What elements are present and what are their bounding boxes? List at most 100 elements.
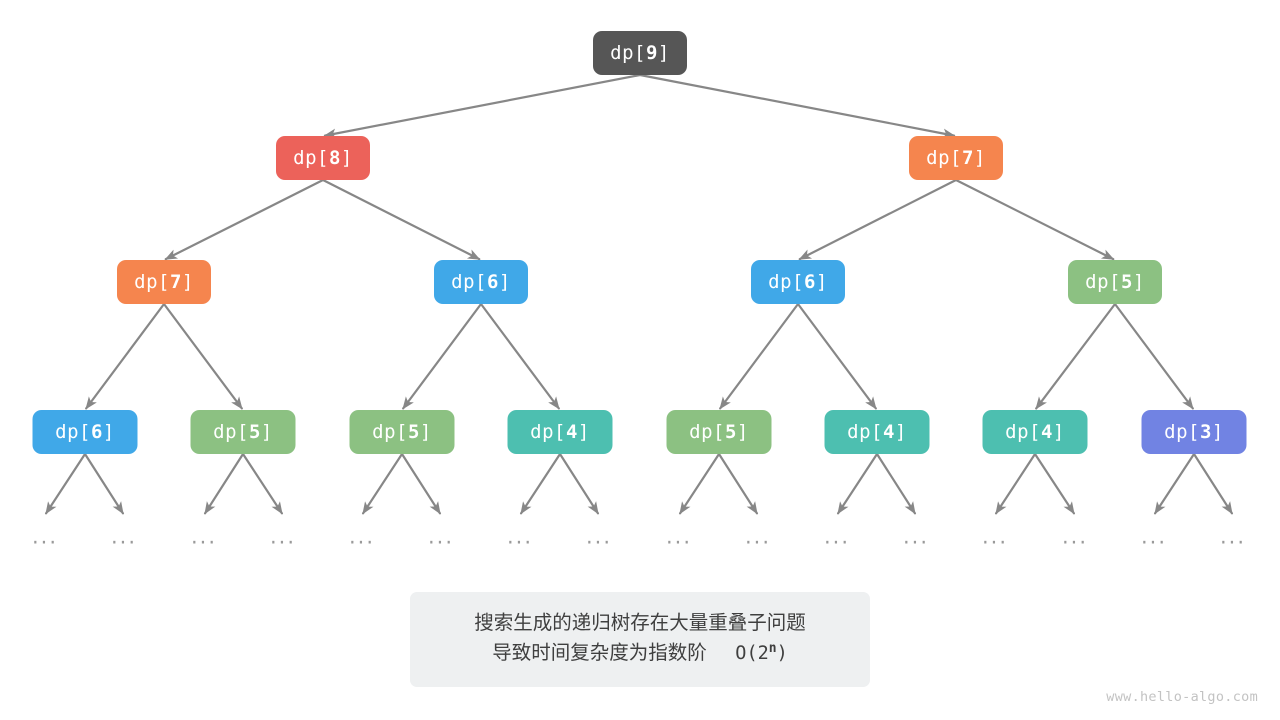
node-label-prefix: dp[: [293, 147, 329, 169]
tree-node-dp5[interactable]: dp[5]: [1068, 260, 1162, 304]
node-label-prefix: dp[: [372, 421, 408, 443]
tree-edge: [836, 452, 879, 515]
tree-node-dp4[interactable]: dp[4]: [507, 410, 613, 454]
node-label-suffix: ]: [260, 421, 273, 443]
tree-node-dp4[interactable]: dp[4]: [982, 410, 1088, 454]
node-label-prefix: dp[: [768, 271, 804, 293]
node-label-suffix: ]: [815, 271, 828, 293]
tree-edge: [203, 452, 245, 515]
node-label-index: 4: [1040, 421, 1053, 443]
tree-edge: [44, 452, 87, 515]
ellipsis-leaf: ...: [981, 524, 1009, 549]
node-label-prefix: dp[: [610, 42, 646, 64]
tree-node-dp9[interactable]: dp[9]: [593, 31, 687, 75]
tree-node-dp5[interactable]: dp[5]: [349, 410, 455, 454]
ellipsis-leaf: ...: [110, 524, 138, 549]
node-label-index: 7: [169, 271, 182, 293]
ellipsis-leaf: ...: [190, 524, 218, 549]
node-label-suffix: ]: [498, 271, 511, 293]
tree-edge: [323, 73, 642, 139]
tree-edge: [321, 178, 481, 261]
node-label-prefix: dp[: [213, 421, 249, 443]
ellipsis-leaf: ...: [269, 524, 297, 549]
node-label-prefix: dp[: [926, 147, 962, 169]
tree-edge: [1113, 302, 1194, 410]
node-label-prefix: dp[: [1164, 421, 1200, 443]
tree-edge: [558, 452, 600, 515]
tree-edge: [796, 302, 877, 410]
caption-box: 搜索生成的递归树存在大量重叠子问题 导致时间复杂度为指数阶 O(2n): [410, 592, 870, 687]
tree-edge: [1035, 302, 1117, 410]
tree-node-dp7[interactable]: dp[7]: [117, 260, 211, 304]
tree-node-dp5[interactable]: dp[5]: [190, 410, 296, 454]
node-label-suffix: ]: [1211, 421, 1224, 443]
ellipsis-leaf: ...: [31, 524, 59, 549]
ellipsis-leaf: ...: [1061, 524, 1089, 549]
node-label-index: 6: [486, 271, 499, 293]
tree-node-dp5[interactable]: dp[5]: [666, 410, 772, 454]
tree-edge: [241, 452, 284, 515]
complexity-open: O(2: [735, 643, 769, 665]
ellipsis-leaf: ...: [427, 524, 455, 549]
ellipsis-leaf: ...: [1140, 524, 1168, 549]
node-label-suffix: ]: [657, 42, 670, 64]
tree-edge: [717, 452, 759, 515]
ellipsis-leaf: ...: [348, 524, 376, 549]
node-label-suffix: ]: [736, 421, 749, 443]
node-label-index: 6: [90, 421, 103, 443]
ellipsis-leaf: ...: [744, 524, 772, 549]
node-label-index: 5: [724, 421, 737, 443]
complexity-expression: O(2n): [713, 641, 788, 665]
tree-node-dp6[interactable]: dp[6]: [434, 260, 528, 304]
tree-node-dp6[interactable]: dp[6]: [751, 260, 845, 304]
caption-line-2: 导致时间复杂度为指数阶 O(2n): [420, 638, 860, 669]
node-label-index: 6: [803, 271, 816, 293]
tree-edge: [638, 73, 956, 139]
tree-node-dp7[interactable]: dp[7]: [909, 136, 1003, 180]
node-label-index: 8: [328, 147, 341, 169]
tree-edge: [1192, 452, 1234, 515]
node-label-index: 7: [961, 147, 974, 169]
node-label-prefix: dp[: [689, 421, 725, 443]
node-label-suffix: ]: [894, 421, 907, 443]
watermark: www.hello-algo.com: [1106, 689, 1258, 705]
node-label-prefix: dp[: [530, 421, 566, 443]
tree-edge: [361, 452, 404, 515]
ellipsis-leaf: ...: [665, 524, 693, 549]
node-label-index: 4: [882, 421, 895, 443]
tree-edge: [479, 302, 560, 410]
tree-edge: [798, 178, 958, 261]
node-label-prefix: dp[: [451, 271, 487, 293]
tree-edge: [162, 302, 243, 410]
complexity-close: ): [776, 643, 788, 665]
node-label-index: 5: [1120, 271, 1133, 293]
tree-node-dp3[interactable]: dp[3]: [1141, 410, 1247, 454]
node-label-index: 9: [645, 42, 658, 64]
tree-edge: [954, 178, 1115, 261]
tree-edge: [875, 452, 917, 515]
tree-edge: [400, 452, 442, 515]
tree-edge: [402, 302, 483, 410]
tree-edge: [994, 452, 1037, 515]
node-label-prefix: dp[: [1085, 271, 1121, 293]
ellipsis-leaf: ...: [506, 524, 534, 549]
tree-edge: [719, 302, 800, 410]
ellipsis-leaf: ...: [1219, 524, 1247, 549]
node-label-suffix: ]: [1052, 421, 1065, 443]
tree-edge: [678, 452, 721, 515]
tree-edge: [1033, 452, 1076, 515]
ellipsis-leaf: ...: [823, 524, 851, 549]
node-label-prefix: dp[: [1005, 421, 1041, 443]
node-label-suffix: ]: [102, 421, 115, 443]
complexity-exponent: n: [768, 641, 777, 657]
tree-node-dp6[interactable]: dp[6]: [32, 410, 138, 454]
tree-node-dp8[interactable]: dp[8]: [276, 136, 370, 180]
node-label-suffix: ]: [973, 147, 986, 169]
caption-line-2-prefix: 导致时间复杂度为指数阶: [492, 641, 707, 665]
caption-line-1: 搜索生成的递归树存在大量重叠子问题: [474, 611, 806, 634]
tree-node-dp4[interactable]: dp[4]: [824, 410, 930, 454]
tree-edge: [164, 178, 325, 261]
node-label-suffix: ]: [340, 147, 353, 169]
ellipsis-leaf: ...: [902, 524, 930, 549]
